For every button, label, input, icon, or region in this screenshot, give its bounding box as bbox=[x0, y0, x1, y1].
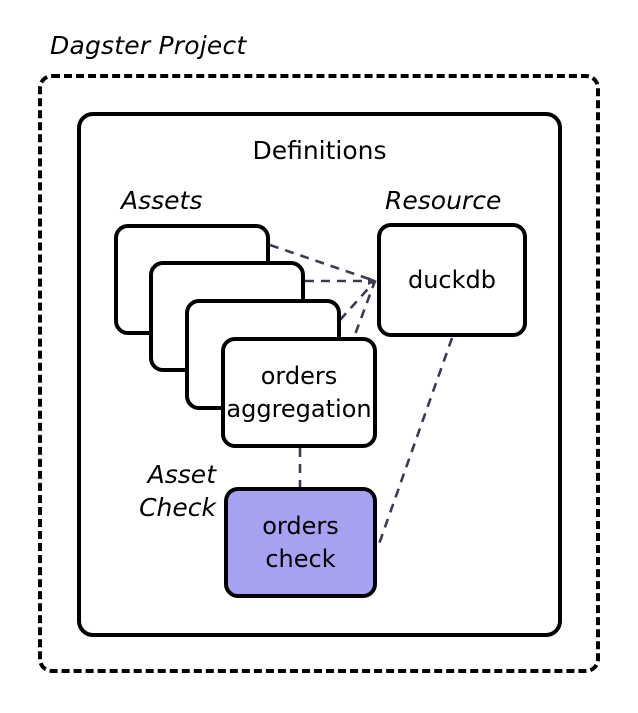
definitions-container bbox=[77, 112, 562, 637]
asset-check-node-orders-check[interactable]: orders check bbox=[224, 487, 377, 598]
asset-check-section-label: Asset Check bbox=[139, 460, 216, 522]
definitions-title: Definitions bbox=[252, 136, 387, 165]
resource-section-label: Resource bbox=[385, 186, 502, 215]
project-boundary bbox=[38, 74, 600, 673]
resource-node-duckdb[interactable]: duckdb bbox=[377, 223, 527, 337]
project-title: Dagster Project bbox=[50, 31, 247, 60]
asset-node-orders-aggregation[interactable]: orders aggregation bbox=[221, 337, 377, 448]
assets-section-label: Assets bbox=[121, 186, 203, 215]
